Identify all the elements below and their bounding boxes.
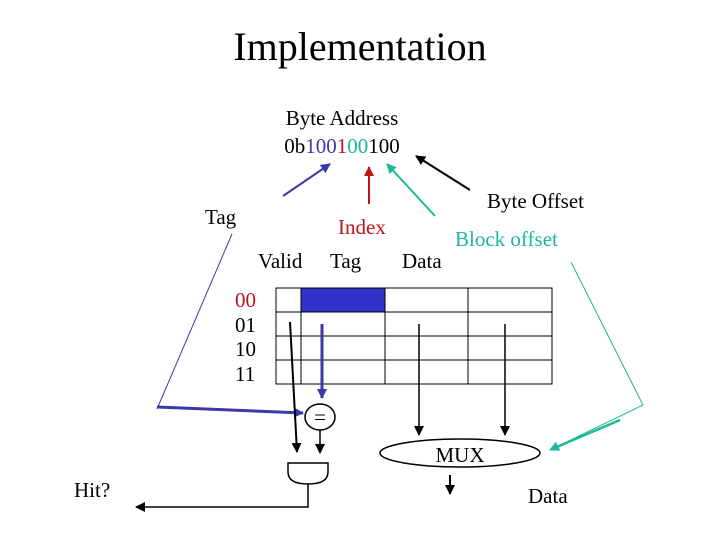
row-index-label: 11 bbox=[235, 362, 255, 386]
tag-bits-arrow bbox=[282, 163, 331, 197]
block-offset-arrow bbox=[386, 163, 436, 217]
page-title: Implementation bbox=[233, 24, 486, 69]
tag-compare-line bbox=[156, 233, 233, 410]
address-value: 0b100100100 bbox=[284, 134, 400, 158]
tag-field-label: Tag bbox=[205, 205, 237, 229]
data-output-label: Data bbox=[528, 484, 568, 508]
index-field-label: Index bbox=[338, 215, 386, 239]
comparator-symbol: = bbox=[314, 405, 326, 429]
address-index-bits: 1 bbox=[337, 134, 348, 158]
address-byte-bits: 100 bbox=[368, 134, 400, 158]
and-gate bbox=[287, 462, 329, 485]
row-index-label: 10 bbox=[235, 337, 256, 361]
byte-offset-label: Byte Offset bbox=[487, 189, 584, 213]
address-tag-bits: 100 bbox=[305, 134, 337, 158]
address-prefix: 0b bbox=[284, 134, 305, 158]
byte-offset-arrow bbox=[415, 155, 471, 191]
row-index-label: 00 bbox=[235, 288, 256, 312]
block-offset-select-line bbox=[549, 261, 644, 451]
column-data-header: Data bbox=[402, 249, 442, 273]
row-index-label: 01 bbox=[235, 313, 256, 337]
column-valid-header: Valid bbox=[258, 249, 303, 273]
cache-table bbox=[275, 287, 553, 385]
selected-tag-cell bbox=[301, 288, 385, 312]
block-offset-select-thick bbox=[551, 418, 621, 451]
tag-compare-arrow bbox=[156, 405, 304, 418]
hit-label: Hit? bbox=[74, 478, 110, 502]
mux bbox=[379, 438, 541, 468]
address-label: Byte Address bbox=[286, 106, 399, 130]
address-block-bits: 00 bbox=[347, 134, 368, 158]
valid-bit-arrow bbox=[289, 321, 302, 453]
mux-label: MUX bbox=[435, 443, 484, 467]
block-offset-label: Block offset bbox=[455, 227, 558, 251]
column-tag-header: Tag bbox=[330, 249, 362, 273]
hit-output-arrow bbox=[135, 484, 309, 512]
